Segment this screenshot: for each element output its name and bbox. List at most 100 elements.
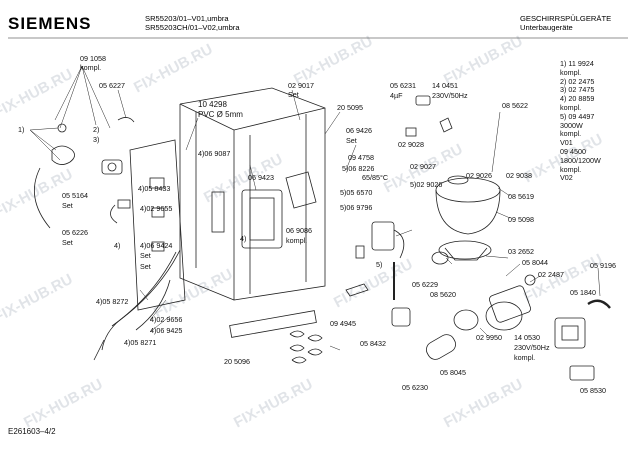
- part-label: 14 0451: [432, 81, 458, 90]
- category-line-1: GESCHIRRSPÜLGERÄTE: [520, 14, 612, 23]
- part-label: 05 8432: [360, 339, 386, 348]
- part-label: 06 9423: [248, 173, 274, 182]
- part-label: 09 5098: [508, 215, 534, 224]
- part-label: 4)05 8433: [138, 184, 171, 193]
- part-label: Set: [62, 238, 73, 247]
- part-label: 08 5620: [430, 290, 456, 299]
- part-label: 4)05 8271: [124, 338, 157, 347]
- part-label: Set: [288, 90, 299, 99]
- part-label: 05 6230: [402, 383, 428, 392]
- part-label: 08 5622: [502, 101, 528, 110]
- legend-line: 5) 09 4497: [560, 111, 595, 121]
- part-label: 4)06 9424: [140, 241, 173, 250]
- footer-code: E261603–4/2: [8, 427, 56, 436]
- legend-line: V01: [560, 138, 573, 148]
- part-label: kompl.: [80, 63, 102, 72]
- part-label: 05 6231: [390, 81, 416, 90]
- part-label: 5)06 8226: [342, 164, 375, 173]
- part-label: 230V/50Hz: [432, 91, 468, 100]
- legend-line: V02: [560, 173, 573, 183]
- legend-line: 2) 02 2475: [560, 76, 595, 86]
- part-label: 230V/50Hz: [514, 343, 550, 352]
- circulation-pump: [485, 274, 611, 349]
- part-label: 09 4945: [330, 319, 356, 328]
- side-panel: [101, 139, 186, 311]
- cable-harness: [93, 249, 181, 361]
- part-label: 4)05 8272: [96, 297, 129, 306]
- legend-line: 1800/1200W: [560, 155, 601, 165]
- part-label: 05 8045: [440, 368, 466, 377]
- part-label: Set: [346, 136, 357, 145]
- part-label: 02 9028: [398, 140, 424, 149]
- part-label: Set: [62, 201, 73, 210]
- category-line-2: Unterbaugeräte: [520, 23, 573, 32]
- part-label: 05 9196: [590, 261, 616, 270]
- legend-line: 3) 02 7475: [560, 85, 595, 95]
- part-label: 06 9426: [346, 126, 372, 135]
- part-label: 65/85°C: [362, 173, 389, 182]
- part-label: 5)06 9796: [340, 203, 373, 212]
- ref-marker: 4): [114, 241, 121, 250]
- leader-lines: [29, 65, 601, 351]
- sump-assembly: [431, 175, 501, 265]
- part-label: Set: [140, 251, 151, 260]
- legend-line: 1) 11 9924: [560, 59, 594, 68]
- ref-marker: 5): [376, 260, 383, 269]
- part-label: 02 9950: [476, 333, 502, 342]
- part-label: 02 9017: [288, 81, 314, 90]
- ref-marker: 4): [240, 234, 247, 243]
- legend-line: kompl.: [560, 102, 582, 112]
- capacitor: [415, 95, 431, 106]
- heater: [355, 221, 405, 259]
- tub-frame: [179, 87, 326, 338]
- part-label: kompl.: [514, 353, 536, 362]
- part-label: 06 9086: [286, 226, 312, 235]
- part-label: 02 9027: [410, 162, 436, 171]
- part-label: 5)05 6570: [340, 188, 373, 197]
- part-label: 5)02 9026: [410, 180, 443, 189]
- part-label: 4)06 9087: [198, 149, 231, 158]
- cover-cap: [569, 365, 595, 381]
- hose-clips: [289, 330, 323, 364]
- legend-line: 3000W: [560, 120, 583, 130]
- legend-line: kompl.: [560, 129, 582, 139]
- part-label: 10 4298: [198, 100, 227, 109]
- part-label: 4)02 9655: [140, 204, 173, 213]
- part-label: 02 9038: [506, 171, 532, 180]
- legend-line: kompl.: [560, 164, 582, 174]
- part-label: 4)06 9425: [150, 326, 183, 335]
- part-label: 05 6226: [62, 228, 88, 237]
- model-line-1: SR55203/01–V01,umbra: [145, 14, 229, 23]
- ref-marker: 2): [93, 125, 100, 134]
- part-label: 4µF: [390, 91, 403, 100]
- legend-line: 4) 20 8859: [560, 94, 595, 104]
- part-label: Set: [140, 262, 151, 271]
- part-label: 09 4758: [348, 153, 374, 162]
- part-label: 05 5164: [62, 191, 88, 200]
- part-label: kompl.: [286, 236, 308, 245]
- legend-line: kompl.: [560, 67, 582, 77]
- brand-logo: SIEMENS: [8, 14, 92, 33]
- part-label: 20 5096: [224, 357, 250, 366]
- part-label: 02 9026: [466, 171, 492, 180]
- part-label: 02 2487: [538, 270, 564, 279]
- part-label: 09 1058: [80, 54, 106, 63]
- part-label: PVC Ø 5mm: [198, 110, 243, 119]
- inlet-valve: [34, 117, 135, 229]
- door-panel: [211, 171, 317, 249]
- legend: 1) 11 9924 kompl. 2) 02 2475 3) 02 7475 …: [560, 59, 601, 183]
- ref-marker: 3): [93, 135, 100, 144]
- model-line-2: SR55203CH/01–V02,umbra: [145, 23, 240, 32]
- part-label: 20 5095: [337, 103, 363, 112]
- part-label: 05 1840: [570, 288, 596, 297]
- part-label: 05 8530: [580, 386, 606, 395]
- part-label: 4)02 9656: [150, 315, 183, 324]
- part-label: 05 8044: [522, 258, 548, 267]
- part-label: 14 0530: [514, 333, 540, 342]
- part-label: 05 6229: [412, 280, 438, 289]
- legend-line: 09 4500: [560, 146, 586, 156]
- part-label: 08 5619: [508, 192, 534, 201]
- small-clip: [405, 127, 417, 137]
- ref-marker: 1): [18, 125, 25, 134]
